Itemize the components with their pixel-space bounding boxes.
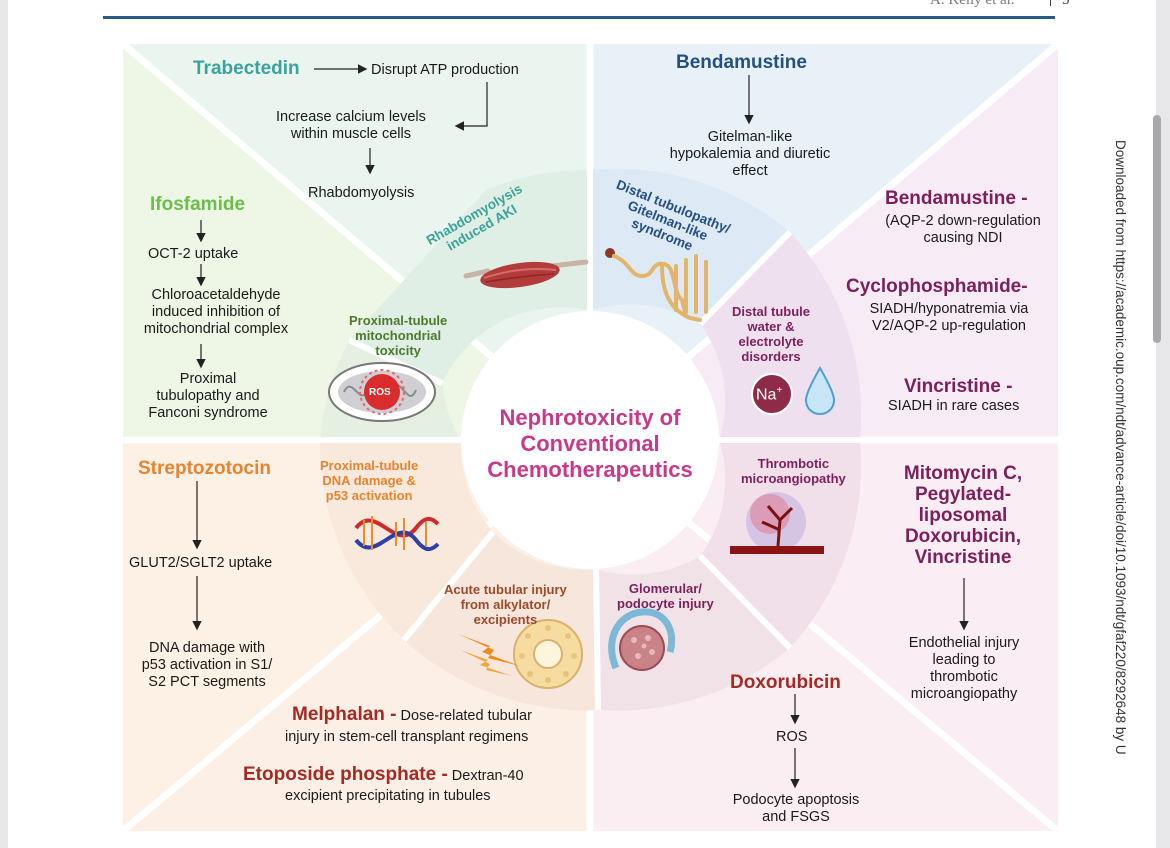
arrows (192, 64, 969, 789)
water-drop-icon (804, 365, 836, 416)
ifosfamide-step1: OCT-2 uptake (148, 246, 239, 262)
bendamustine-right-drug: Bendamustine - (885, 188, 1028, 209)
etoposide-text2: excipient precipitating in tubules (285, 788, 491, 804)
header-separator (1050, 0, 1051, 6)
sodium-ion-icon (751, 373, 793, 415)
vincristine-right-text: SIADH in rare cases (888, 398, 1020, 414)
melphalan-text2: injury in stem-cell transplant regimens (285, 729, 529, 745)
segment-distal-tubulopathy (590, 168, 790, 324)
segment-glomerular (596, 556, 790, 711)
center-hub (461, 311, 719, 569)
etoposide-drug: Etoposide phosphate - (243, 764, 448, 785)
melphalan-drug: Melphalan - (292, 704, 397, 725)
trabectedin-drug: Trabectedin (193, 58, 300, 79)
streptozotocin-drug: Streptozotocin (138, 458, 271, 479)
trabectedin-step1: Disrupt ATP production (371, 62, 519, 78)
segment-label-glomerular: Glomerular/podocyte injury (617, 581, 714, 611)
sodium-symbol: Na (756, 386, 777, 404)
header-page-number: 5 (1062, 0, 1070, 8)
mitochondria-icon (328, 362, 436, 422)
header-rule (103, 16, 1055, 19)
segment-proximal-dna (319, 440, 493, 640)
melphalan-line1: Melphalan - Dose-related tubular (292, 704, 532, 725)
download-notice[interactable]: Downloaded from https://academic.oup.com… (1113, 140, 1128, 755)
melphalan-text1: Dose-related tubular (396, 708, 532, 724)
dna-icon (354, 516, 440, 552)
scrollbar-thumb[interactable] (1153, 115, 1161, 343)
streptozotocin-step1: GLUT2/SGLT2 uptake (129, 555, 273, 571)
electrolyte-icons (751, 365, 836, 416)
ros-label: ROS (369, 387, 391, 398)
doxorubicin-drug: Doxorubicin (730, 672, 841, 693)
thrombus-icon (730, 492, 824, 554)
sodium-label: Na+ (756, 385, 782, 404)
tubular-cells-icon (458, 619, 583, 689)
header-author: A. Kelly et al. (930, 0, 1015, 8)
etoposide-text1: Dextran-40 (447, 768, 524, 784)
bendamustine-top-drug: Bendamustine (676, 52, 807, 73)
glomerulus-icon (608, 608, 676, 671)
ifosfamide-drug: Ifosfamide (150, 194, 246, 215)
vincristine-right-drug: Vincristine - (904, 376, 1013, 397)
sodium-charge: + (776, 385, 783, 396)
doxorubicin-step1: ROS (776, 729, 808, 745)
cyclophosphamide-drug: Cyclophosphamide- (846, 276, 1028, 297)
muscle-icon (463, 259, 589, 289)
tubule-icon (605, 248, 708, 322)
etoposide-line1: Etoposide phosphate - Dextran-40 (243, 764, 524, 785)
trabectedin-step3: Rhabdomyolysis (308, 185, 415, 201)
